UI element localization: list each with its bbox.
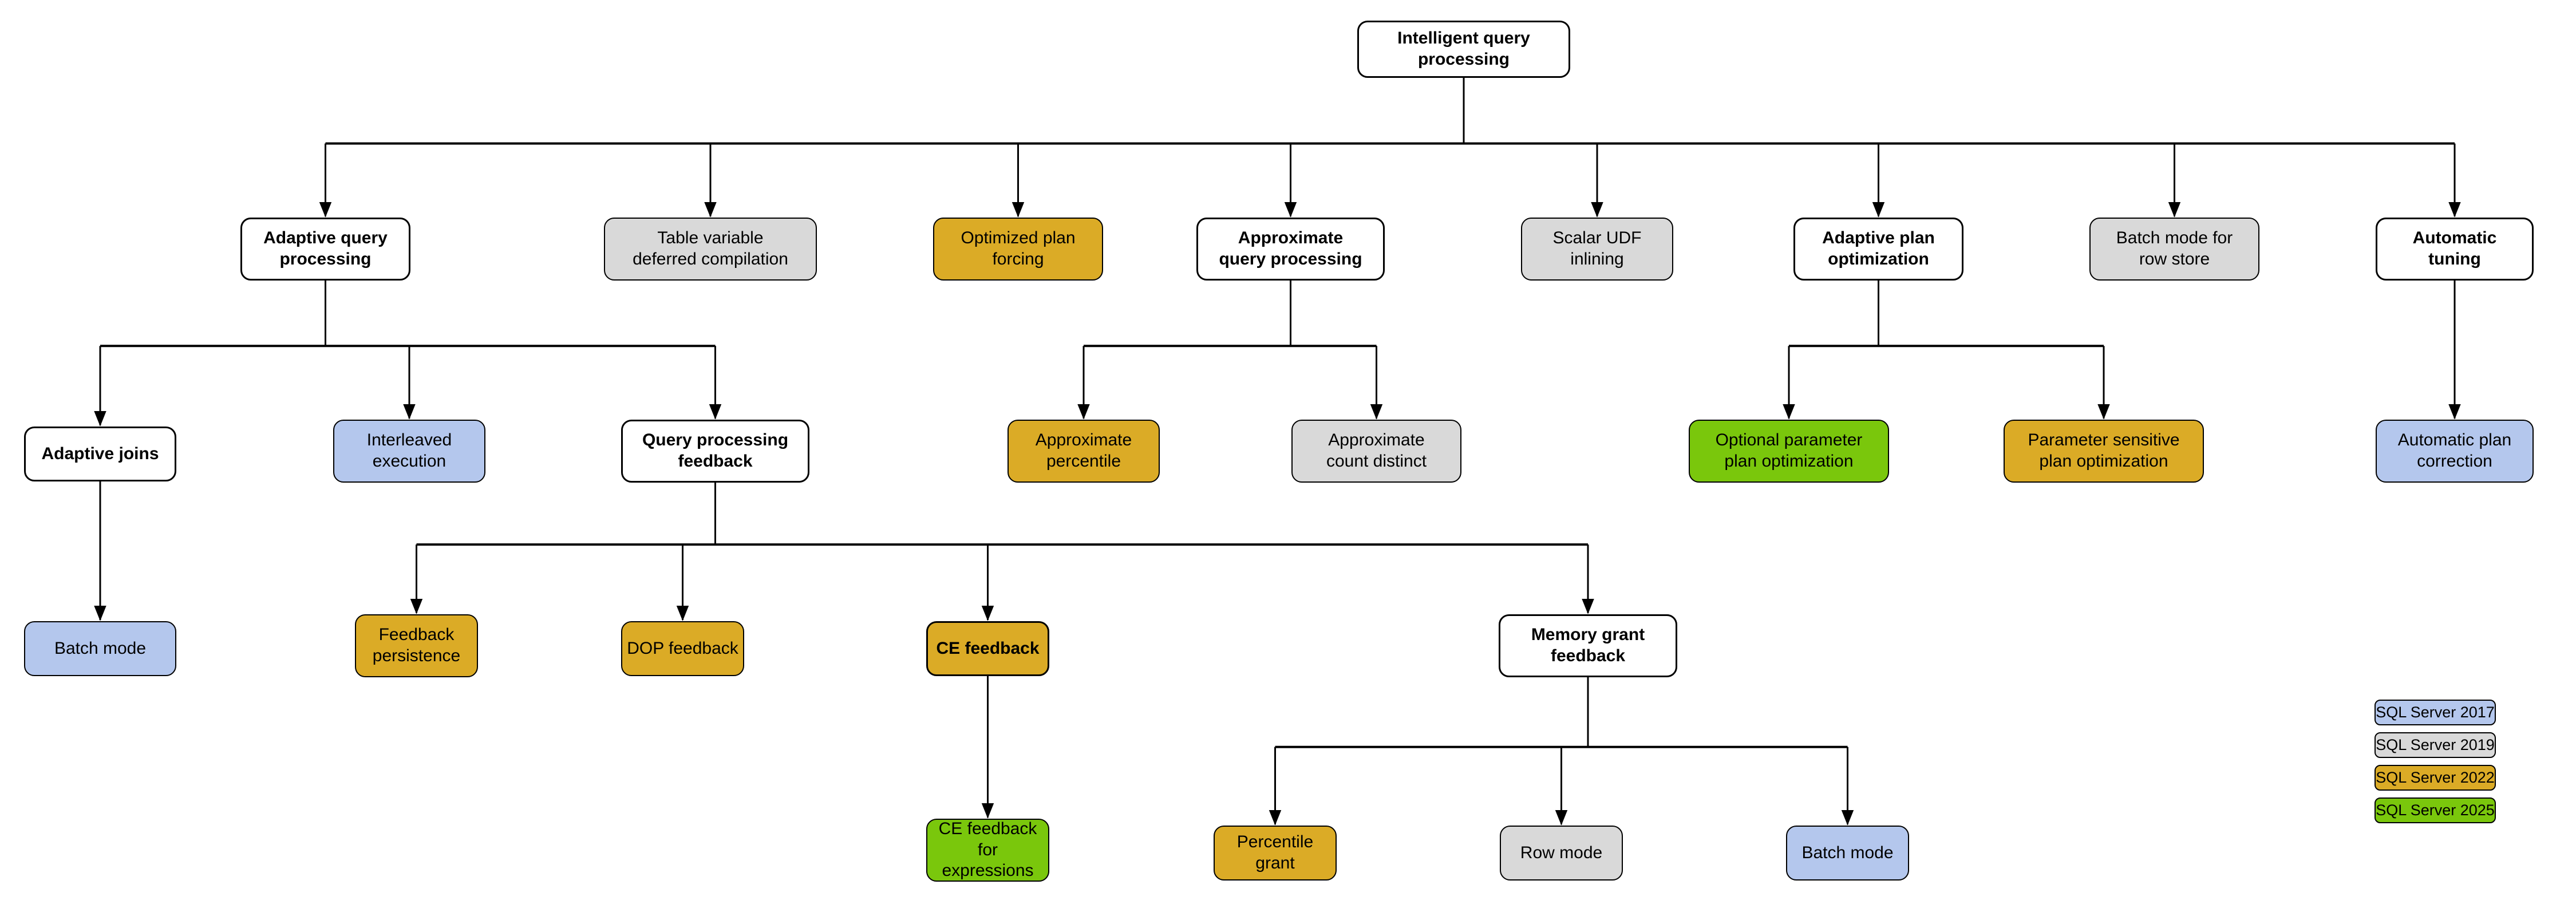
- node-table-variable-deferred-compilation[interactable]: Table variable deferred compilation: [604, 218, 817, 281]
- node-approximate-query-processing[interactable]: Approximate query processing: [1196, 218, 1385, 281]
- node-adaptive-joins[interactable]: Adaptive joins: [24, 427, 176, 481]
- node-optional-parameter-plan-optimization[interactable]: Optional parameter plan optimization: [1689, 420, 1889, 483]
- node-feedback-persistence[interactable]: Feedback persistence: [355, 614, 478, 677]
- node-dop-feedback[interactable]: DOP feedback: [621, 621, 744, 676]
- node-root[interactable]: Intelligent query processing: [1357, 21, 1570, 78]
- legend-sql-server-2025: SQL Server 2025: [2374, 797, 2496, 823]
- node-approximate-percentile[interactable]: Approximate percentile: [1008, 420, 1160, 483]
- node-scalar-udf-inlining[interactable]: Scalar UDF inlining: [1521, 218, 1673, 281]
- node-percentile-grant[interactable]: Percentile grant: [1214, 826, 1337, 881]
- node-adaptive-plan-optimization[interactable]: Adaptive plan optimization: [1793, 218, 1963, 281]
- legend-sql-server-2017: SQL Server 2017: [2374, 700, 2496, 725]
- node-row-mode[interactable]: Row mode: [1500, 826, 1623, 881]
- node-adaptive-query-processing[interactable]: Adaptive query processing: [240, 218, 410, 281]
- node-automatic-plan-correction[interactable]: Automatic plan correction: [2376, 420, 2534, 483]
- legend-sql-server-2019: SQL Server 2019: [2374, 732, 2496, 758]
- node-ce-feedback-for-expressions[interactable]: CE feedback for expressions: [926, 819, 1049, 882]
- node-batch-mode-adaptive-joins[interactable]: Batch mode: [24, 621, 176, 676]
- node-ce-feedback[interactable]: CE feedback: [926, 621, 1049, 676]
- node-optimized-plan-forcing[interactable]: Optimized plan forcing: [933, 218, 1103, 281]
- node-memory-grant-feedback[interactable]: Memory grant feedback: [1499, 614, 1677, 677]
- node-automatic-tuning[interactable]: Automatic tuning: [2376, 218, 2534, 281]
- node-parameter-sensitive-plan-optimization[interactable]: Parameter sensitive plan optimization: [2004, 420, 2204, 483]
- node-batch-mode-for-row-store[interactable]: Batch mode for row store: [2089, 218, 2259, 281]
- node-batch-mode-memory-grant[interactable]: Batch mode: [1786, 826, 1909, 881]
- node-interleaved-execution[interactable]: Interleaved execution: [333, 420, 485, 483]
- legend-sql-server-2022: SQL Server 2022: [2374, 765, 2496, 791]
- node-approximate-count-distinct[interactable]: Approximate count distinct: [1291, 420, 1461, 483]
- node-query-processing-feedback[interactable]: Query processing feedback: [621, 420, 809, 483]
